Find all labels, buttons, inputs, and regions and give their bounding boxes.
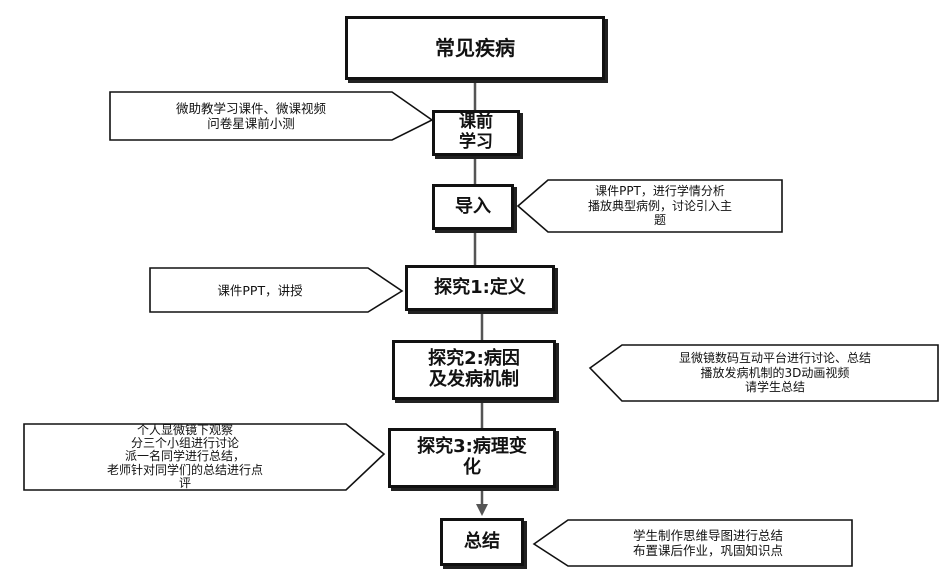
note-callout-explore1: [149, 267, 404, 313]
note-callout-summary: [532, 519, 853, 567]
node-explore2-label: 探究2:病因 及发病机制: [428, 348, 520, 390]
node-explore2: 探究2:病因 及发病机制: [392, 340, 556, 400]
note-explore3-text: 个人显微镜下观察 分三个小组进行讨论 派一名同学进行总结， 老师针对同学们的总结…: [106, 423, 263, 490]
node-summary: 总结: [440, 518, 524, 566]
node-explore3-label: 探究3:病理变 化: [417, 436, 527, 478]
node-prestudy-label: 课前 学习: [459, 112, 493, 152]
note-callout-explore3: [23, 423, 386, 491]
node-explore1: 探究1:定义: [405, 265, 555, 311]
note-explore1-text: 课件PPT，讲授: [217, 282, 303, 298]
note-explore2-text: 显微镜数码互动平台进行讨论、总结 播放发病机制的3D动画视频 请学生总结: [678, 351, 871, 395]
node-root: 常见疾病: [345, 16, 605, 80]
note-prestudy-text: 微助教学习课件、微课视频 问卷星课前小测: [175, 101, 326, 131]
node-intro-label: 导入: [455, 195, 491, 217]
node-prestudy: 课前 学习: [432, 110, 520, 156]
node-intro: 导入: [432, 184, 514, 230]
note-callout-prestudy: [109, 91, 434, 141]
node-explore1-label: 探究1:定义: [434, 276, 526, 298]
note-callout-intro: [516, 179, 783, 233]
note-summary-text: 学生制作思维导图进行总结 布置课后作业，巩固知识点: [632, 528, 783, 558]
node-summary-label: 总结: [464, 530, 500, 552]
note-callout-explore2: [588, 344, 939, 402]
node-root-label: 常见疾病: [435, 35, 515, 60]
arrowhead-summary: [476, 504, 488, 516]
note-intro-text: 课件PPT，进行学情分析 播放典型病例，讨论引入主 题: [587, 184, 732, 228]
node-explore3: 探究3:病理变 化: [388, 428, 556, 488]
